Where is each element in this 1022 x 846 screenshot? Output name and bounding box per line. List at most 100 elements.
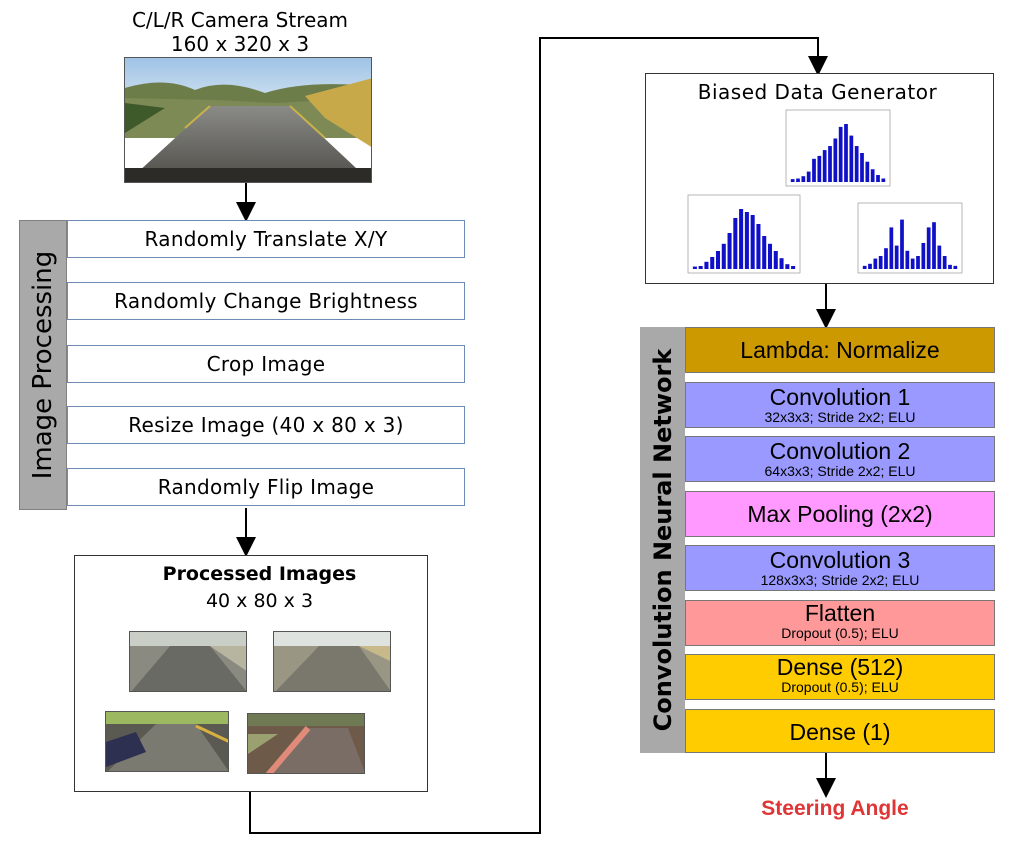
layer-main-text: Flatten: [804, 600, 876, 626]
histogram-frame: [687, 194, 801, 274]
layer-main-text: Convolution 1: [769, 384, 911, 410]
histogram-bar: [727, 233, 732, 269]
layer-convolution-1: Convolution 1 32x3x3; Stride 2x2; ELU: [685, 382, 995, 428]
step-flip: Randomly Flip Image: [67, 468, 465, 506]
cnn-label: Convolution Neural Network: [640, 327, 685, 753]
layer-main-text: Dense (512): [776, 654, 904, 680]
histogram-bar: [948, 264, 952, 269]
histogram-bar: [762, 236, 767, 269]
histogram-bar: [773, 251, 778, 269]
histogram-bar: [889, 227, 894, 269]
step-brightness: Randomly Change Brightness: [67, 282, 465, 320]
processed-thumb-4: [247, 713, 365, 774]
histogram-bar: [704, 261, 709, 269]
histogram-bar: [733, 218, 738, 269]
histogram-bar: [796, 178, 800, 182]
histogram-bar: [822, 150, 827, 182]
step-translate: Randomly Translate X/Y: [67, 220, 465, 258]
layer-convolution-2: Convolution 2 64x3x3; Stride 2x2; ELU: [685, 436, 995, 482]
layer-lambda-normalize: Lambda: Normalize: [685, 327, 995, 373]
histogram-bar: [894, 245, 899, 269]
histogram-bar: [862, 265, 867, 269]
step-resize: Resize Image (40 x 80 x 3): [67, 406, 465, 444]
histogram-bar: [817, 155, 822, 182]
histogram-bar: [900, 219, 904, 269]
camera-title: C/L/R Camera Stream 160 x 320 x 3: [90, 8, 390, 56]
biased-data-generator-title: Biased Data Generator: [697, 80, 938, 104]
path-images-to-generator: [249, 37, 819, 834]
processed-thumb-1: [129, 631, 247, 692]
layer-convolution-3: Convolution 3 128x3x3; Stride 2x2; ELU: [685, 545, 995, 591]
histogram-bar: [942, 256, 947, 269]
histogram-bar: [806, 171, 811, 182]
histogram-bar: [791, 266, 796, 269]
layer-sub-text: 64x3x3; Stride 2x2; ELU: [764, 463, 916, 479]
steering-angle-label: Steering Angle: [761, 797, 909, 820]
layer-dense-512: Dense (512) Dropout (0.5); ELU: [685, 654, 995, 700]
histogram-bar: [868, 263, 872, 269]
layer-dense-1: Dense (1): [685, 709, 995, 753]
layer-main-text: Lambda: Normalize: [740, 337, 940, 363]
processed-thumb-3: [105, 711, 229, 772]
histogram-bar: [854, 146, 859, 182]
histogram-bar: [905, 250, 910, 269]
histogram-bar: [881, 178, 886, 182]
histogram-bar: [860, 153, 864, 182]
histogram-bar: [744, 212, 749, 269]
histogram-bar: [910, 258, 915, 269]
step-crop: Crop Image: [67, 345, 465, 383]
camera-title-line1: C/L/R Camera Stream: [131, 8, 349, 32]
histogram-bar: [692, 266, 697, 269]
histogram-bar: [926, 227, 931, 269]
layer-sub-text: Dropout (0.5); ELU: [781, 679, 899, 695]
histogram-bar: [767, 243, 773, 269]
layer-sub-text: 128x3x3; Stride 2x2; ELU: [760, 572, 920, 588]
layer-main-text: Convolution 2: [769, 438, 911, 464]
histogram-bar: [785, 264, 790, 269]
histogram-bar: [937, 245, 942, 269]
processed-thumb-2: [273, 631, 391, 692]
histogram-bar: [715, 251, 721, 269]
histogram-bar: [790, 179, 795, 182]
histogram-bar: [739, 209, 744, 269]
histogram-bar: [721, 243, 726, 269]
histogram-bar: [779, 258, 784, 269]
processed-images-box: [74, 555, 428, 792]
histogram-bar: [812, 158, 816, 182]
histogram-bar: [916, 256, 920, 269]
histogram-bar: [844, 124, 848, 182]
processed-images-subtitle: 40 x 80 x 3: [205, 590, 314, 612]
histogram-bar: [838, 126, 843, 182]
histogram-bar: [932, 222, 936, 269]
camera-stream-image: [124, 57, 372, 183]
histogram-bar: [833, 138, 838, 182]
histogram-bar: [884, 248, 888, 269]
layer-max-pooling: Max Pooling (2x2): [685, 491, 995, 537]
image-processing-label: Image Processing: [19, 220, 67, 510]
histogram-bar: [828, 146, 832, 182]
histogram-bar: [873, 258, 878, 269]
histogram-bar: [756, 224, 761, 269]
histogram-bar: [870, 169, 875, 182]
histogram-bar: [698, 266, 703, 269]
histogram-bar: [878, 256, 883, 269]
layer-main-text: Max Pooling (2x2): [747, 501, 933, 527]
camera-title-line2: 160 x 320 x 3: [170, 32, 310, 56]
layer-main-text: Convolution 3: [769, 547, 911, 573]
layer-flatten: Flatten Dropout (0.5); ELU: [685, 600, 995, 646]
histogram-bar: [801, 176, 806, 182]
histogram-bar: [750, 215, 755, 269]
histogram-bar: [876, 175, 880, 182]
cnn-label-text: Convolution Neural Network: [648, 348, 677, 732]
processed-images-title: Processed Images: [162, 563, 357, 585]
layer-sub-text: 32x3x3; Stride 2x2; ELU: [764, 409, 916, 425]
histogram-bar: [710, 257, 715, 269]
histogram-bar: [849, 135, 854, 182]
histogram-bar: [921, 243, 926, 269]
histogram-bar: [865, 161, 870, 182]
layer-main-text: Dense (1): [789, 719, 891, 745]
histogram-bar: [953, 265, 958, 269]
layer-sub-text: Dropout (0.5); ELU: [781, 625, 899, 641]
